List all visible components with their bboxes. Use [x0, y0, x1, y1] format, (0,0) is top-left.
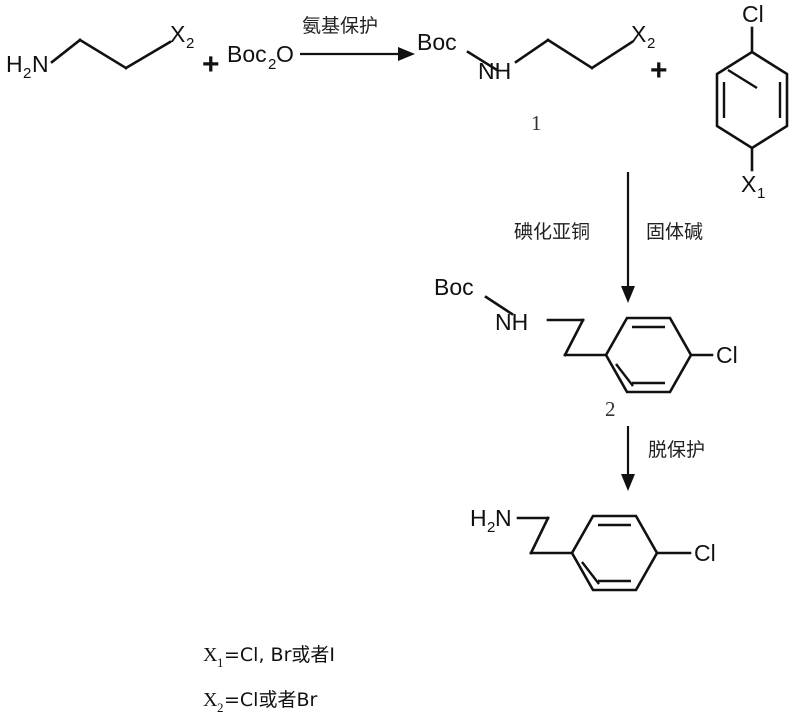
compound-number-2: 2 [605, 397, 616, 421]
compound2-boc-label: Boc [434, 274, 474, 300]
product-compound-2: Boc NH Cl 2 [434, 274, 738, 421]
reagent-label-solid-base: 固体碱 [646, 221, 703, 243]
bond-boc-n-cmpd2 [484, 295, 514, 316]
reactant-boc-anhydride: Boc 2 O [227, 41, 294, 73]
boc2o-main: Boc [227, 41, 267, 67]
arrow-head-step1 [398, 47, 415, 61]
bond-c1-c2-final [529, 516, 550, 555]
reactant-haloalkylamine: H 2 N X 2 [6, 21, 194, 82]
legend-x2-text: =Cl或者Br [224, 689, 318, 711]
bond-n-c1 [50, 38, 82, 64]
bond-c2-x-cmpd1 [590, 40, 634, 70]
benzene-ring-final-product [570, 514, 659, 592]
bond-boc-n [466, 50, 499, 72]
benzene-inner-bond-top [727, 68, 758, 90]
reaction-arrow-step1: 氨基保护 [300, 15, 415, 61]
reactant-aryl-halide: Cl X 1 [715, 1, 789, 202]
legend-x2: X 2 =Cl或者Br [203, 689, 318, 715]
atom-sub-h2: 2 [23, 65, 31, 82]
legend-x1-symbol: X [203, 644, 218, 666]
bond-c1-c2 [78, 38, 128, 70]
atom-label-n: N [32, 51, 49, 77]
arrow-head-step3 [621, 474, 635, 491]
compound-number-1: 1 [531, 111, 542, 135]
final-cl-label: Cl [694, 540, 716, 566]
final-n-label: N [495, 505, 512, 531]
reaction-arrow-step3: 脱保护 [621, 426, 705, 491]
compound1-x2-label: X [631, 21, 646, 47]
aryl-halide-x1-label: X [741, 171, 756, 197]
benzene-ring-compound-2 [604, 316, 693, 394]
plus-sign-1: + [202, 48, 220, 81]
compound1-boc-label: Boc [417, 29, 457, 55]
bond-c1-c2-cmpd1 [546, 38, 594, 70]
reagent-label-cuprous-iodide: 碘化亚铜 [514, 221, 590, 243]
atom-label-h: H [6, 51, 23, 77]
legend-x1-text: =Cl, Br或者I [224, 644, 335, 666]
legend-x2-symbol: X [203, 689, 218, 711]
legend-x2-sub: 2 [217, 700, 224, 715]
legend-x1-sub: 1 [217, 655, 224, 670]
final-product-chlorophenethylamine: H 2 N Cl [470, 505, 716, 592]
final-h-sub: 2 [487, 519, 495, 536]
legend-x1: X 1 =Cl, Br或者I [203, 644, 335, 670]
benzene2-inner-left [615, 363, 634, 387]
product-compound-1: Boc NH X 2 1 [417, 21, 655, 135]
reaction-arrow-step2: 碘化亚铜 固体碱 [514, 172, 703, 303]
aryl-halide-cl-label: Cl [742, 1, 764, 27]
benzene-ring-aryl-halide [715, 50, 789, 150]
bond-c2-x [124, 40, 172, 70]
atom-label-x2-reactant: X [170, 21, 185, 47]
reaction-arrow-label-step3: 脱保护 [648, 439, 705, 461]
compound1-nh-label: NH [478, 58, 511, 84]
atom-sub-x2-reactant: 2 [186, 35, 194, 52]
boc2o-tail: O [276, 41, 294, 67]
compound2-nh-label: NH [495, 309, 528, 335]
plus-sign-2: + [650, 54, 668, 87]
benzene3-inner-left [581, 561, 600, 585]
arrow-head-step2 [621, 286, 635, 303]
bond-c1-c2-cmpd2 [563, 318, 585, 357]
bond-n-c1-cmpd1 [514, 38, 550, 64]
reaction-arrow-label-step1: 氨基保护 [302, 15, 378, 37]
aryl-halide-x1-sub: 1 [757, 185, 765, 202]
final-h-label: H [470, 505, 487, 531]
boc2o-sub: 2 [268, 56, 276, 73]
compound1-x2-sub: 2 [647, 35, 655, 52]
compound2-cl-label: Cl [716, 342, 738, 368]
